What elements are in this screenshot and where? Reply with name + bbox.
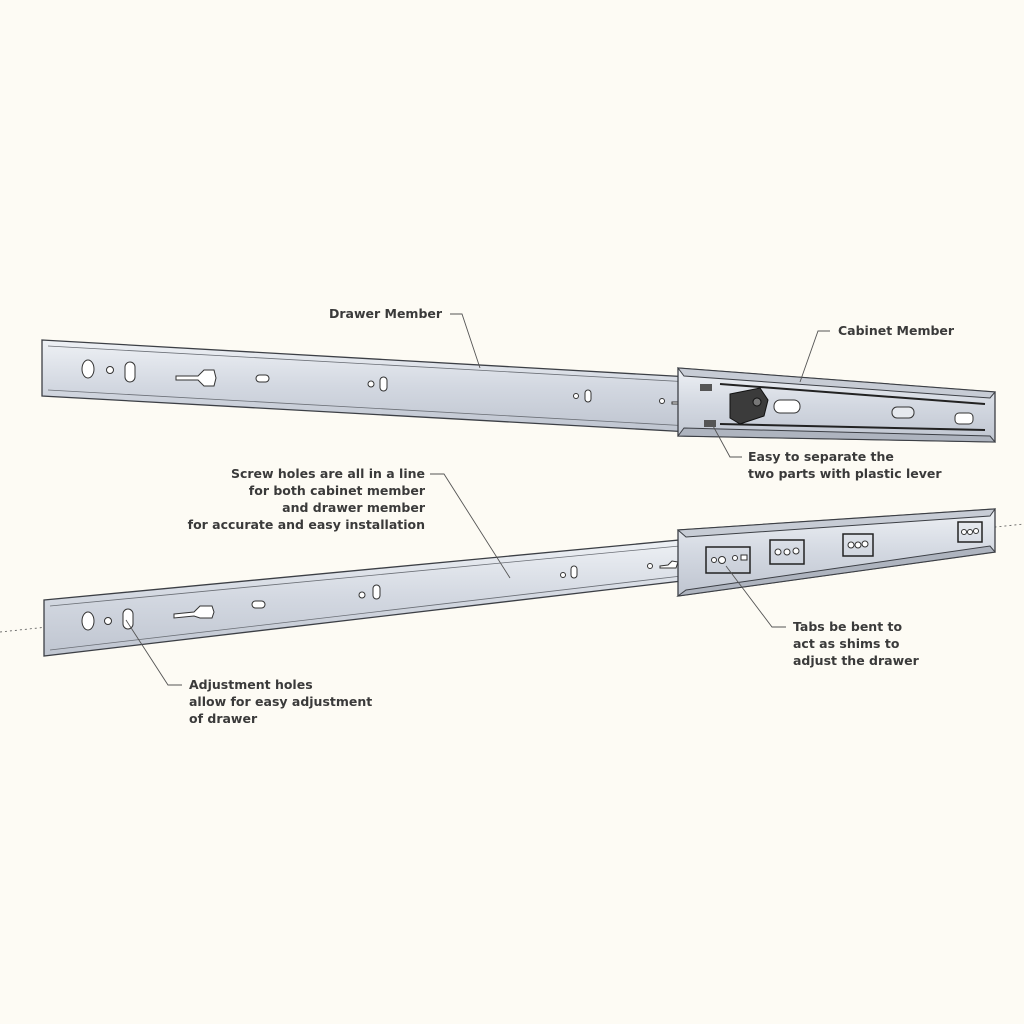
- callout-line: Easy to separate the: [748, 449, 894, 464]
- top-drawer-member: [41, 339, 691, 433]
- leader-lines: [125, 313, 830, 686]
- callout-line: of drawer: [189, 711, 258, 726]
- callout-line: and drawer member: [282, 500, 425, 515]
- callout-line: allow for easy adjustment: [189, 694, 373, 709]
- cabinet-member-label: Cabinet Member: [838, 323, 955, 338]
- callout-line: adjust the drawer: [793, 653, 919, 668]
- callout-line: act as shims to: [793, 636, 900, 651]
- callout-line: for both cabinet member: [248, 483, 425, 498]
- drawer-member-label: Drawer Member: [329, 306, 443, 321]
- tabs-callout: Tabs be bent to act as shims to adjust t…: [793, 618, 919, 669]
- plastic-lever: [729, 387, 769, 425]
- adjustment-callout: Adjustment holes allow for easy adjustme…: [189, 676, 372, 727]
- callout-line: for accurate and easy installation: [187, 517, 425, 532]
- separate-callout: Easy to separate the two parts with plas…: [748, 448, 942, 482]
- callout-line: two parts with plastic lever: [748, 466, 942, 481]
- shim-tab: [957, 521, 983, 543]
- shim-tab: [769, 539, 805, 565]
- screw-holes-callout: Screw holes are all in a line for both c…: [188, 465, 425, 533]
- bottom-drawer-member: [43, 538, 691, 657]
- callout-line: Tabs be bent to: [793, 619, 903, 634]
- shim-tab: [842, 533, 874, 557]
- top-cabinet-member: [676, 367, 997, 443]
- bottom-cabinet-member: [676, 508, 997, 597]
- callout-line: Screw holes are all in a line: [230, 466, 425, 481]
- shim-tab: [705, 546, 751, 574]
- callout-line: Adjustment holes: [189, 677, 313, 692]
